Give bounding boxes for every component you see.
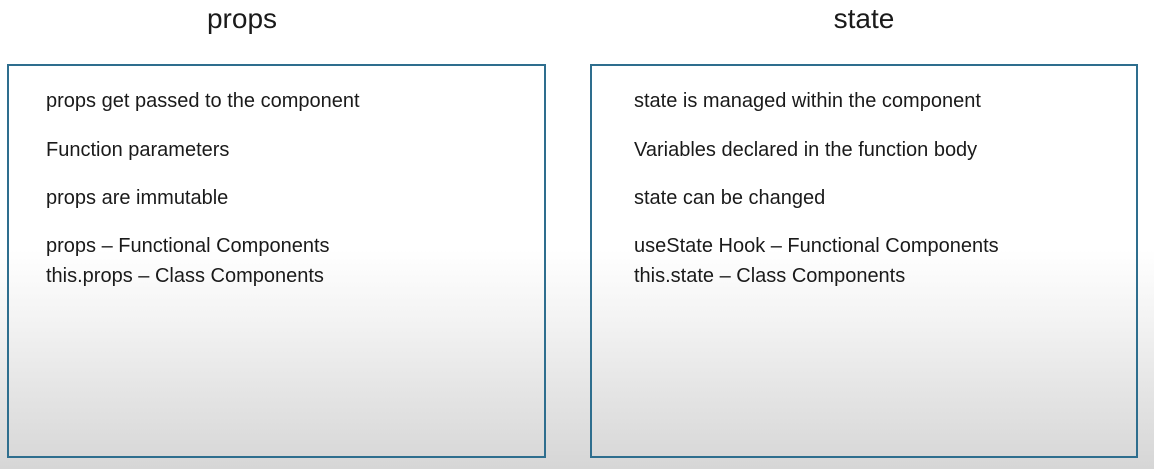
state-heading: state [833,3,895,34]
props-line-class-components: this.props – Class Components [46,265,324,287]
state-line-variables: Variables declared in the function body [634,139,978,161]
state-panel: state is managed within the component Va… [590,64,1138,458]
props-line-functional-components: props – Functional Components [46,235,330,257]
state-line-usestate-hook: useState Hook – Functional Components [634,235,999,257]
state-line-changed: state can be changed [634,187,826,209]
state-line-class-components: this.state – Class Components [634,265,906,287]
props-line-function-parameters: Function parameters [46,139,230,161]
props-line-immutable: props are immutable [46,187,229,209]
props-heading: props [206,3,278,34]
props-panel: props get passed to the component Functi… [7,64,546,458]
state-line-managed: state is managed within the component [634,90,981,112]
props-line-passed: props get passed to the component [46,90,360,112]
